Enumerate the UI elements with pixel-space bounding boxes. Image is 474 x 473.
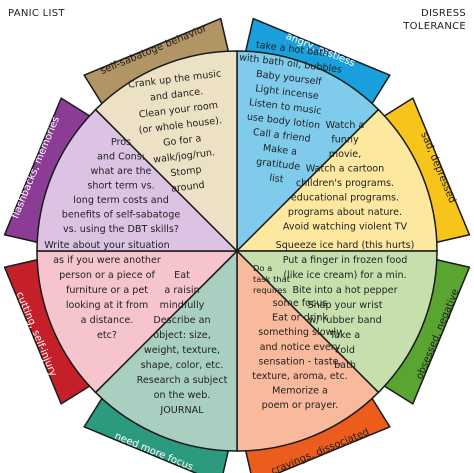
slice-line: (like ice cream) for a min. [283,270,406,281]
slice-angry [236,50,380,253]
slice-line: educational programs. [291,193,399,204]
slice-line: Go for a [162,133,202,149]
slice-line: and Cons: [97,152,145,163]
slice-line: Snap your wrist [307,300,382,311]
slice-line: vs. using the DBT skills? [63,224,179,235]
slice-line: furniture or a pet [66,285,148,296]
slice-line: something slowly [258,327,342,338]
slice-text-cravings: Squeeze ice hard (this hurts) Put a finge… [276,240,415,371]
slice-line: w/ rubber band [308,315,381,326]
slice-line: Put a finger in frozen food [283,255,408,266]
slice-line: as if you were another [53,255,161,266]
slice-small-line: task that [253,274,291,284]
category-tabs [3,17,471,473]
slice-line: long term costs and [73,195,169,206]
slice-cravings [236,249,380,452]
slice-line: Watch a cartoon [306,164,385,175]
slice-line: Memorize a [272,386,328,397]
slice-line: Describe an [153,315,210,326]
slice-line: Research a subject [137,375,228,386]
slice-line: bath [334,360,356,371]
slice-small-line: Do a [253,263,272,273]
slice-line: benefits of self-sabatoge [62,210,181,221]
slice-sabotage [94,50,238,253]
slice-line: short term vs. [87,181,154,192]
slice-line: and notice every [260,342,341,353]
slice-line: JOURNAL [159,405,204,416]
slice-line: around [171,180,206,195]
slice-line: on the web. [154,390,211,401]
slice-line: Stomp [170,164,202,179]
slice-line: gratitude [256,157,301,173]
slice-line: Squeeze ice hard (this hurts) [276,240,415,251]
slice-line: what are the [91,166,152,177]
wheel-slices [36,50,438,452]
slice-text-obsessed: Watch a funny movie, Watch a cartoon childre… [283,120,408,233]
slice-line: funny [331,135,359,146]
slice-line: a raisin [164,285,199,296]
slice-line: Take a [329,330,360,341]
slice-line: texture, aroma, etc. [252,371,348,382]
slice-line: person or a piece of [59,270,155,281]
slice-flashbacks [36,108,239,252]
slice-small-line: requires [253,285,287,295]
slice-line: some focus [273,298,328,309]
slice-line: shape, color, etc. [141,360,224,371]
slice-line: Pros [111,137,131,148]
slice-line: Avoid watching violent TV [283,222,408,233]
slice-line: movie, [329,149,362,160]
slice-line: a distance. [81,315,134,326]
slice-focus [94,249,238,452]
slice-line: etc? [97,330,117,341]
slice-line: object: size, [153,330,211,341]
panic-list-heading: PANIC LIST [8,8,65,19]
distress-tolerance-heading-line2: TOLERANCE [402,21,466,32]
slice-line: children's programs. [296,178,394,189]
slice-line: looking at it from [66,300,148,311]
slice-text-sabotage: Pros and Cons: what are the short term vs. l… [62,137,181,235]
slice-line: mindfully [160,300,205,311]
slice-line: Bite into a hot pepper [292,285,397,296]
slice-line: weight, texture, [144,345,220,356]
slice-line: Watch a [326,120,365,131]
slice-sad [235,108,438,252]
distress-tolerance-heading-line1: DISRESS [421,8,466,19]
slice-line: sensation - taste, [258,356,341,367]
slice-obsessed [235,250,438,394]
slice-line: programs about nature. [288,207,402,218]
slice-text-flashbacks: Write about your situation as if you were… [44,240,170,341]
slice-line: Eat or drink [272,313,328,324]
slice-line: poem or prayer. [262,400,339,411]
slice-cutting [36,250,239,394]
slice-line: Make a [262,143,297,158]
slice-line: cold [335,345,355,356]
slice-line: list [269,173,285,186]
slice-line: Write about your situation [44,240,170,251]
slice-line: Eat [174,270,190,281]
